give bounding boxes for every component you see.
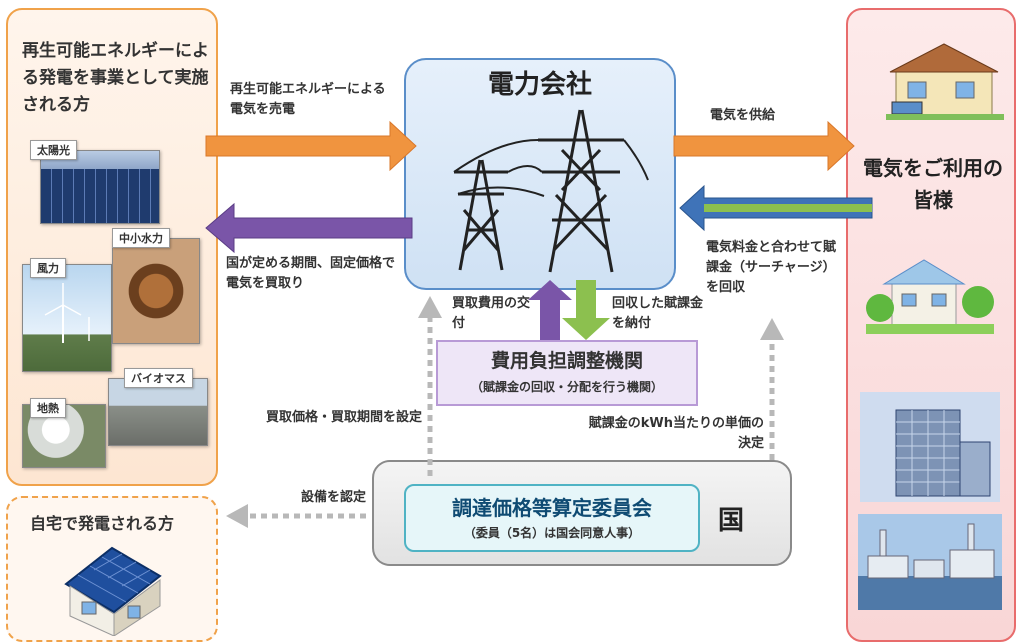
- pay-surcharge-label: 回収した賦課金を納付: [612, 296, 704, 331]
- buy-fixed-price-arrow: [205, 202, 413, 254]
- factory-icon: [858, 514, 1002, 610]
- cost-adjustment-agency-title: 費用負担調整機関: [490, 350, 643, 372]
- pay-surcharge-arrow: [562, 280, 610, 340]
- office-building-icon: [860, 392, 1000, 502]
- power-company-title: 電力会社: [487, 70, 592, 100]
- certify-arrowhead: [226, 504, 248, 528]
- home-producers-title: 自宅で発電される方: [30, 514, 175, 533]
- government-label: 国: [718, 506, 745, 536]
- solar-tag: 太陽光: [30, 140, 77, 160]
- committee-title: 調達価格等算定委員会: [452, 496, 652, 520]
- biomass-tag: バイオマス: [124, 368, 193, 388]
- solar-house-icon: [64, 546, 162, 636]
- unit-price-arrowhead: [760, 318, 784, 340]
- supply-electricity-arrow: [673, 120, 855, 172]
- wind-tag: 風力: [30, 258, 66, 278]
- wind-turbine-photo: [22, 264, 112, 372]
- biomass-plant-photo: [108, 378, 208, 446]
- power-company-box: [404, 58, 676, 290]
- hydro-wheel-photo: [112, 238, 200, 344]
- purchase-cost-arrow: [528, 280, 572, 340]
- renewable-producers-title: 再生可能エネルギーによる発電を事業として実施される方: [22, 41, 209, 115]
- set-price-period-label: 買取価格・買取期間を設定: [265, 410, 422, 425]
- consumers-title: 電気をご利用の皆様: [863, 156, 1003, 212]
- unit-price-decision-label: 賦課金のkWh当たりの単価の決定: [588, 416, 764, 451]
- cost-adjustment-agency-box: [436, 340, 698, 406]
- collect-surcharge-label: 電気料金と合わせて賦課金（サーチャージ）を回収: [706, 240, 837, 295]
- purchase-cost-label: 買取費用の交付: [452, 296, 531, 331]
- buy-fixed-price-label: 国が定める期間、固定価格で電気を買取り: [226, 256, 396, 291]
- house-building-icon: [886, 43, 1004, 120]
- certify-equipment-label: 設備を認定: [300, 490, 366, 505]
- power-tower-icon: [453, 109, 649, 273]
- wind-turbine-icon: [44, 283, 90, 343]
- geothermal-tag: 地熱: [30, 398, 66, 418]
- cost-adjustment-agency-subtitle: （賦課金の回収・分配を行う機関）: [470, 380, 663, 394]
- sell-electricity-arrow: [205, 120, 417, 172]
- committee-box: [404, 484, 700, 552]
- committee-subtitle: （委員（5名）は国会同意人事）: [463, 526, 641, 540]
- house-with-trees-icon: [866, 259, 994, 334]
- price-setting-arrowhead: [418, 296, 442, 318]
- sell-electricity-label: 再生可能エネルギーによる電気を売電: [230, 82, 386, 117]
- hydro-tag: 中小水力: [112, 228, 170, 248]
- supply-electricity-label: 電気を供給: [710, 108, 776, 123]
